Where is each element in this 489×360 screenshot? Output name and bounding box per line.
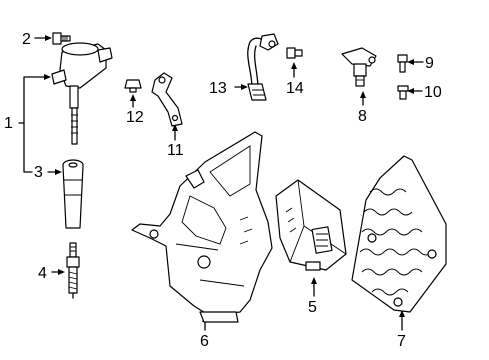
heat-shield-part-7 xyxy=(351,155,447,313)
spark-plug-part-4 xyxy=(66,242,80,299)
bolt-part-2 xyxy=(52,32,71,45)
callout-13: 13 xyxy=(209,80,227,97)
coil-boot-part-3 xyxy=(62,159,84,229)
cam-sensor-part-8 xyxy=(341,47,377,87)
stud-part-10 xyxy=(397,85,409,100)
sensor-part-13 xyxy=(247,33,279,101)
callout-1: 1 xyxy=(4,115,13,132)
callout-8: 8 xyxy=(358,108,367,125)
callout-10: 10 xyxy=(424,84,442,101)
callout-12: 12 xyxy=(126,109,144,126)
leader-lines xyxy=(18,35,424,331)
callout-6: 6 xyxy=(200,333,209,350)
callout-7: 7 xyxy=(397,333,406,350)
callout-11: 11 xyxy=(167,142,184,159)
mounting-bracket-part-6 xyxy=(131,131,273,323)
bolt-part-9 xyxy=(397,54,408,73)
engine-control-module-part-5 xyxy=(275,179,347,271)
callout-4: 4 xyxy=(38,265,47,282)
ignition-coil-part-1 xyxy=(51,42,113,145)
callout-3: 3 xyxy=(34,164,43,181)
callout-9: 9 xyxy=(425,55,434,72)
callout-5: 5 xyxy=(308,299,317,316)
callout-2: 2 xyxy=(22,31,31,48)
bracket-part-11 xyxy=(151,72,183,127)
bolt-part-12 xyxy=(124,79,142,93)
bolt-part-14 xyxy=(286,47,303,59)
callout-14: 14 xyxy=(286,80,304,97)
